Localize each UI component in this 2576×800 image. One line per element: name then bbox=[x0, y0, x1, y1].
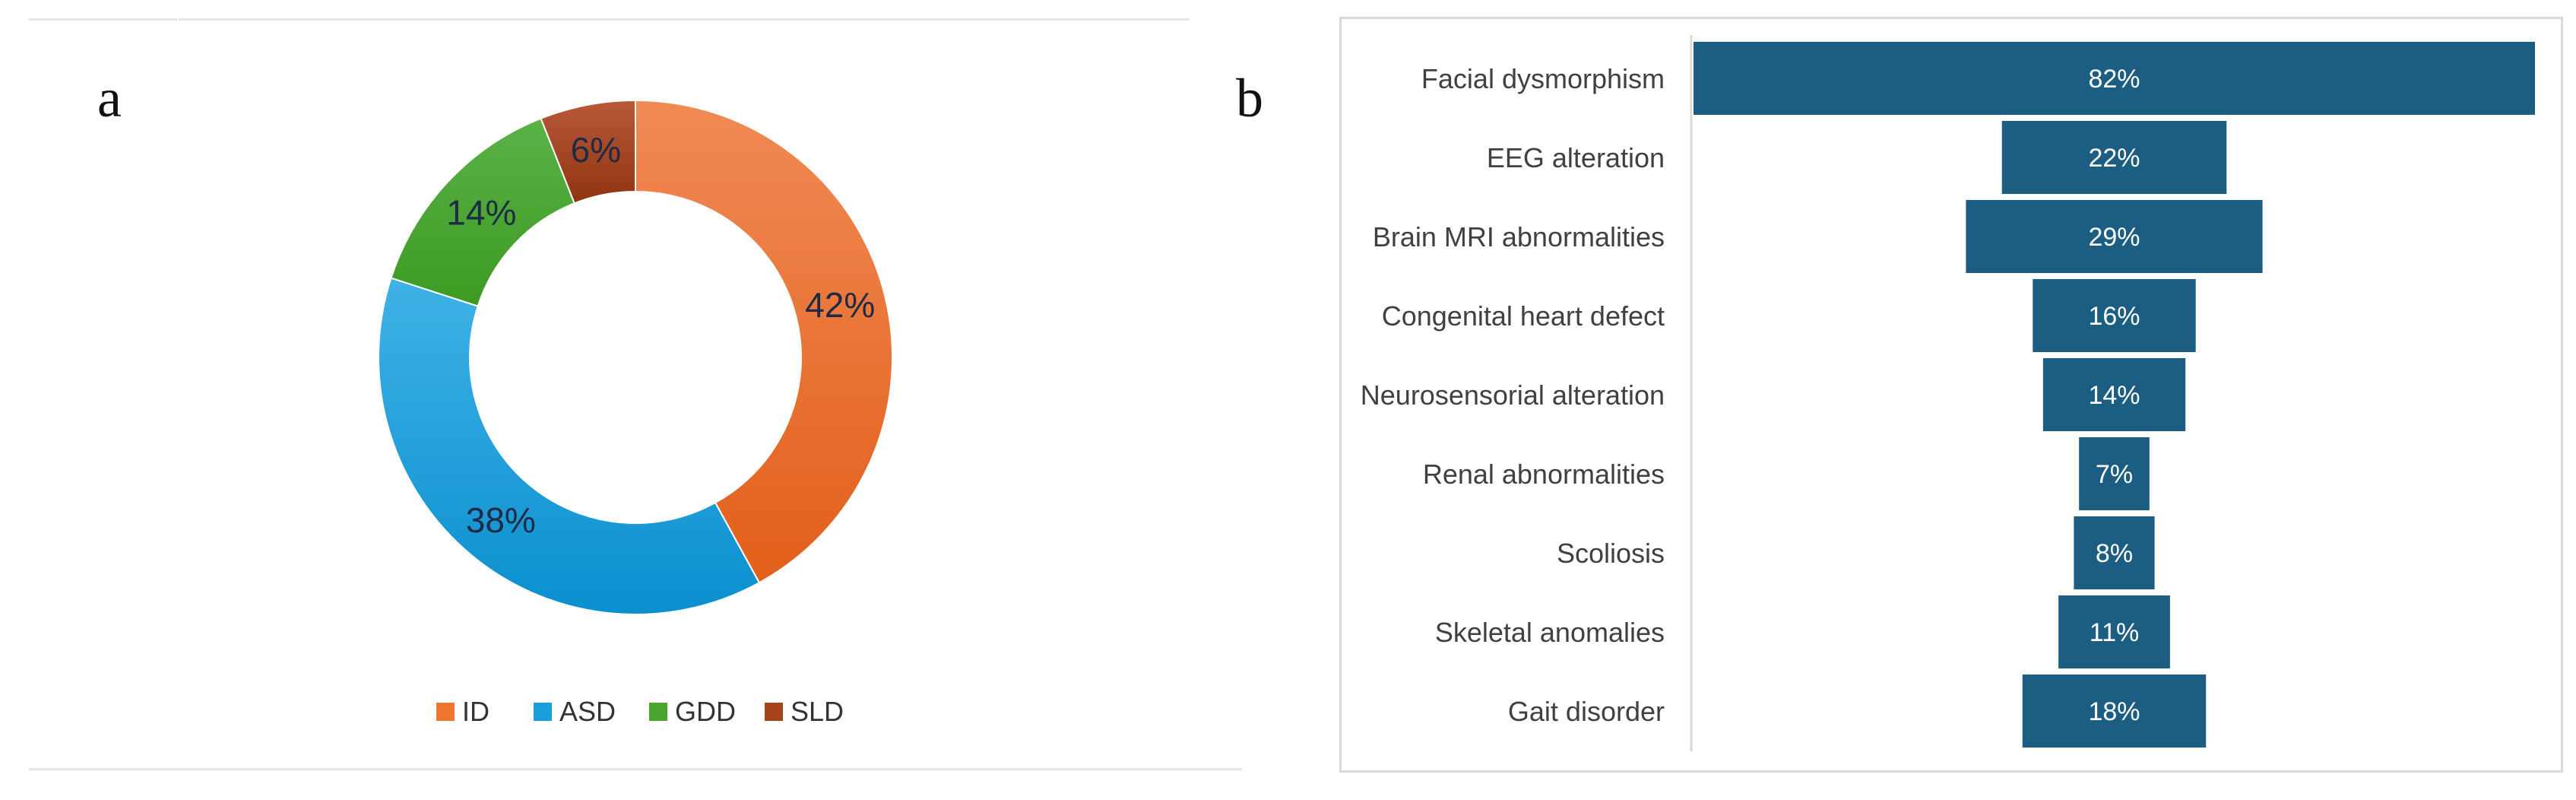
donut-chart: 42% 38% 14% 6% ID ASD GDD SLD bbox=[378, 99, 893, 727]
donut-value-label-gdd: 14% bbox=[446, 193, 516, 233]
panel-a-top-rule bbox=[29, 18, 177, 21]
legend-swatch-id bbox=[436, 703, 455, 721]
donut-slice-asd bbox=[378, 277, 761, 615]
legend-label-id: ID bbox=[462, 696, 490, 727]
panel-a-label: a bbox=[97, 68, 122, 129]
legend-label-gdd: GDD bbox=[675, 696, 736, 727]
donut-value-label-sld: 6% bbox=[571, 130, 621, 170]
legend-label-asd: ASD bbox=[559, 696, 616, 727]
panel-b-label: b bbox=[1236, 68, 1263, 129]
donut-value-label-asd: 38% bbox=[466, 500, 536, 540]
panel-b-frame bbox=[1339, 17, 2563, 773]
legend-swatch-asd bbox=[534, 703, 552, 721]
donut-slice-id bbox=[635, 99, 893, 584]
panel-a-top-rule-right bbox=[179, 18, 1190, 21]
panel-a-bottom-rule bbox=[29, 768, 1242, 770]
donut-value-label-id: 42% bbox=[805, 285, 875, 325]
donut-slice-sld bbox=[540, 99, 636, 205]
legend-swatch-sld bbox=[765, 703, 783, 721]
legend-label-sld: SLD bbox=[791, 696, 844, 727]
legend-swatch-gdd bbox=[649, 703, 667, 721]
